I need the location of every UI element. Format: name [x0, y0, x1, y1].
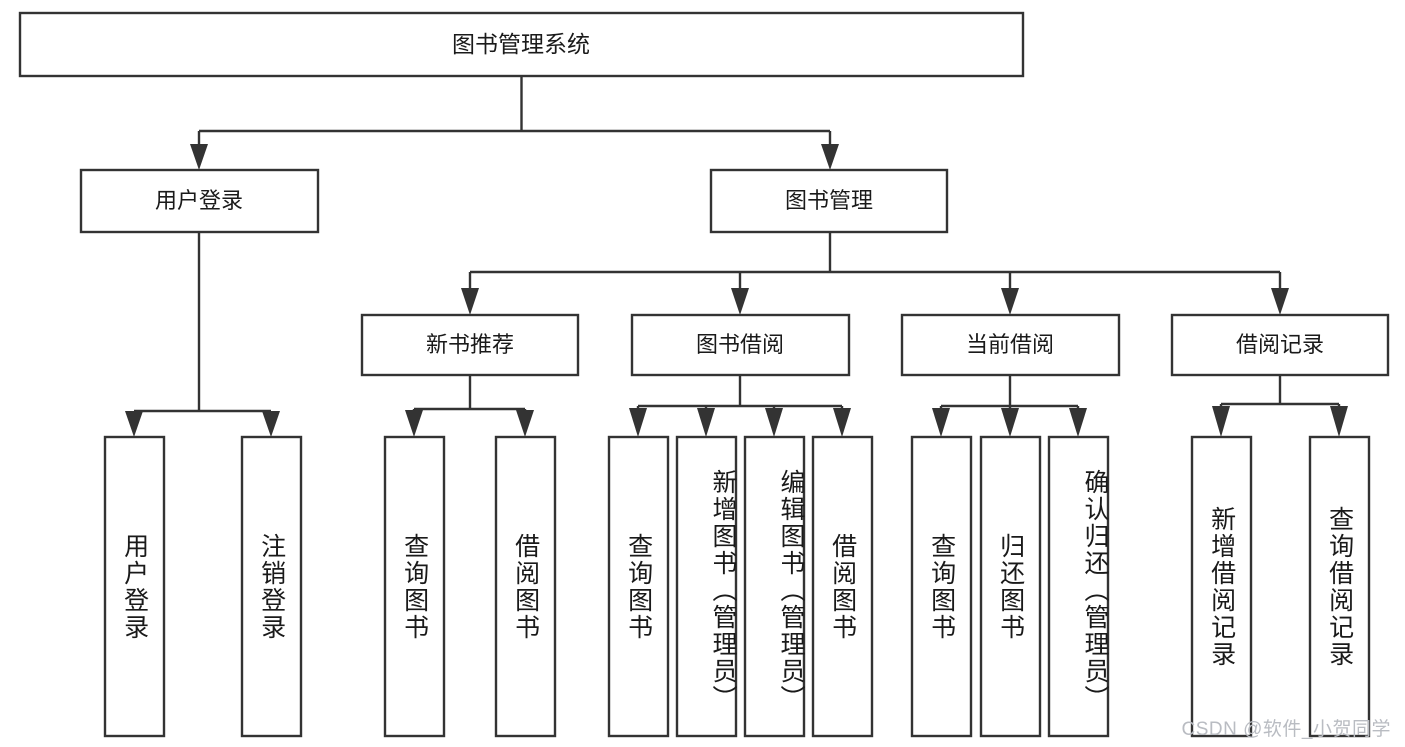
node-user-login-box[interactable] [79, 168, 320, 234]
leaf-box-current-borrow-0[interactable] [910, 435, 973, 738]
node-root[interactable]: 图书管理系统 [18, 11, 1025, 78]
arrowhead-current-borrow [1001, 288, 1019, 315]
connector-group-book-mgmt [461, 232, 1289, 315]
leaf-box-book-borrow-1[interactable] [675, 435, 738, 738]
node-book-management-box[interactable] [709, 168, 949, 234]
arrowhead-new-book-recommend [461, 288, 479, 315]
arrowhead-leaf-user-login-1 [262, 411, 280, 437]
leaf-boxes-borrow-record [1190, 435, 1371, 738]
arrowhead-leaf-current-borrow-0 [932, 408, 950, 437]
arrowhead-leaf-current-borrow-2 [1069, 408, 1087, 437]
leaf-box-new-book-0[interactable] [383, 435, 446, 738]
arrowhead-leaf-new-book-1 [516, 410, 534, 437]
arrowhead-borrow-record [1271, 288, 1289, 315]
leaf-box-borrow-record-1[interactable] [1308, 435, 1371, 738]
leaf-box-current-borrow-1[interactable] [979, 435, 1042, 738]
node-borrow-record-box[interactable] [1170, 313, 1390, 377]
node-book-management[interactable]: 图书管理 [709, 168, 949, 234]
leaf-box-borrow-record-0[interactable] [1190, 435, 1253, 738]
node-current-borrow[interactable]: 当前借阅 [900, 313, 1121, 377]
connector-group-new-book-recommend [405, 375, 534, 437]
csdn-watermark: CSDN @软件_小贺同学 [1181, 719, 1391, 740]
leaf-box-book-borrow-2[interactable] [743, 435, 806, 738]
node-book-borrow[interactable]: 图书借阅 [630, 313, 851, 377]
node-user-login-label: 用户登录 [155, 188, 243, 213]
arrowhead-leaf-user-login-0 [125, 411, 143, 437]
node-root-box[interactable] [18, 11, 1025, 78]
leaf-boxes-book-borrow [607, 435, 874, 738]
node-current-borrow-label: 当前借阅 [966, 332, 1054, 357]
arrowhead-leaf-book-borrow-1 [697, 408, 715, 437]
node-book-borrow-box[interactable] [630, 313, 851, 377]
arrowhead-leaf-new-book-0 [405, 410, 423, 437]
leaf-boxes-current-borrow [910, 435, 1110, 738]
node-user-login[interactable]: 用户登录 [79, 168, 320, 234]
arrowhead-leaf-book-borrow-3 [833, 408, 851, 437]
connector-group-borrow-record [1212, 375, 1348, 437]
node-new-book-recommend-box[interactable] [360, 313, 580, 377]
node-current-borrow-box[interactable] [900, 313, 1121, 377]
arrowhead-leaf-borrow-record-0 [1212, 406, 1230, 437]
node-borrow-record-label: 借阅记录 [1236, 332, 1324, 357]
arrowhead-leaf-borrow-record-1 [1330, 406, 1348, 437]
node-book-borrow-label: 图书借阅 [696, 332, 784, 357]
leaf-box-user-login-1[interactable] [240, 435, 303, 738]
leaf-box-user-login-0[interactable] [103, 435, 166, 738]
leaf-box-new-book-1[interactable] [494, 435, 557, 738]
connector-group-current-borrow [932, 375, 1087, 437]
arrowhead-leaf-book-borrow-2 [765, 408, 783, 437]
connector-group-user-login [125, 232, 280, 437]
node-book-management-label: 图书管理 [785, 188, 873, 213]
node-borrow-record[interactable]: 借阅记录 [1170, 313, 1390, 377]
arrowhead-book-mgmt [821, 144, 839, 170]
leaf-box-current-borrow-2[interactable] [1047, 435, 1110, 738]
leaf-box-book-borrow-3[interactable] [811, 435, 874, 738]
arrowhead-leaf-book-borrow-0 [629, 408, 647, 437]
node-new-book-recommend[interactable]: 新书推荐 [360, 313, 580, 377]
leaf-box-book-borrow-0[interactable] [607, 435, 670, 738]
leaf-boxes-user-login [103, 435, 303, 738]
arrowhead-user-login [190, 144, 208, 170]
connector-group-book-borrow [629, 375, 851, 437]
leaf-boxes-new-book-recommend [383, 435, 557, 738]
arrowhead-leaf-current-borrow-1 [1001, 408, 1019, 437]
connector-group-root [190, 76, 839, 170]
arrowhead-book-borrow [731, 288, 749, 315]
node-new-book-recommend-label: 新书推荐 [426, 332, 514, 357]
node-root-label: 图书管理系统 [452, 31, 590, 57]
